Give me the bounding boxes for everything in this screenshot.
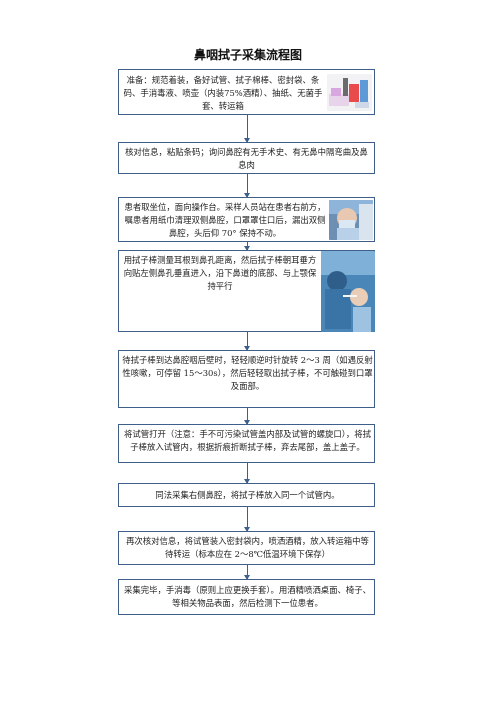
supplies-photo bbox=[327, 74, 372, 111]
step-box-9: 采集完毕，手消毒（原则上应更换手套）。用酒精喷洒桌面、椅子、等相关物品表面，然后… bbox=[118, 579, 375, 615]
step-text-7: 同法采集右侧鼻腔，将拭子棒放入同一个试管内。 bbox=[155, 490, 340, 500]
arrow-4 bbox=[244, 332, 250, 351]
arrow-1 bbox=[244, 115, 250, 143]
arrow-3 bbox=[244, 242, 250, 251]
step-text-3: 患者取坐位，面向操作台。采样人员站在患者右前方，嘱患者用纸巾清理双侧鼻腔，口罩罩… bbox=[124, 202, 326, 238]
step-text-2: 核对信息，粘贴条码；询问鼻腔有无手术史、有无鼻中隔弯曲及鼻息肉 bbox=[125, 147, 368, 170]
step-box-8: 再次核对信息，将试管装入密封袋内，喷洒酒精，放入转运箱中等待转运（标本应在 2～… bbox=[118, 531, 375, 565]
arrow-8 bbox=[244, 565, 250, 580]
step-text-8: 再次核对信息，将试管装入密封袋内，喷洒酒精，放入转运箱中等待转运（标本应在 2～… bbox=[126, 536, 369, 559]
step-box-4: 用拭子棒测量耳根到鼻孔距离，然后拭子棒朝耳垂方向贴左侧鼻孔垂直进入，沿下鼻道的底… bbox=[118, 250, 375, 332]
swab-insertion-photo bbox=[321, 251, 375, 332]
patient-seated-photo bbox=[329, 200, 373, 240]
step-text-4: 用拭子棒测量耳根到鼻孔距离，然后拭子棒朝耳垂方向贴左侧鼻孔垂直进入，沿下鼻道的底… bbox=[123, 255, 317, 291]
step-box-5: 待拭子棒到达鼻腔咽后壁时，轻轻顺逆时针旋转 2～3 周（如遇反射性咳嗽，可停留 … bbox=[118, 350, 375, 408]
step-box-3: 患者取坐位，面向操作台。采样人员站在患者右前方，嘱患者用纸巾清理双侧鼻腔，口罩罩… bbox=[118, 197, 375, 242]
arrow-2 bbox=[244, 174, 250, 198]
step-box-2: 核对信息，粘贴条码；询问鼻腔有无手术史、有无鼻中隔弯曲及鼻息肉 bbox=[118, 142, 375, 174]
arrow-6 bbox=[244, 463, 250, 484]
step-box-6: 将试管打开（注意：手不可污染试管盖内部及试管的螺旋口），将拭子棒放入试管内，根据… bbox=[118, 424, 375, 463]
page-title: 鼻咽拭子采集流程图 bbox=[193, 48, 302, 62]
step-text-5: 待拭子棒到达鼻腔咽后壁时，轻轻顺逆时针旋转 2～3 周（如遇反射性咳嗽，可停留 … bbox=[122, 355, 373, 391]
arrow-5 bbox=[244, 408, 250, 425]
step-box-1: 准备：规范着装，备好试管、拭子棉棒、密封袋、条码、手消毒液、喷壶（内装75%酒精… bbox=[118, 69, 375, 115]
arrow-7 bbox=[244, 507, 250, 532]
step-text-9: 采集完毕，手消毒（原则上应更换手套）。用酒精喷洒桌面、椅子、等相关物品表面，然后… bbox=[123, 585, 372, 608]
step-box-7: 同法采集右侧鼻腔，将拭子棒放入同一个试管内。 bbox=[118, 483, 375, 507]
step-text-1: 准备：规范着装，备好试管、拭子棉棒、密封袋、条码、手消毒液、喷壶（内装75%酒精… bbox=[123, 75, 323, 111]
step-text-6: 将试管打开（注意：手不可污染试管盖内部及试管的螺旋口），将拭子棒放入试管内，根据… bbox=[123, 429, 372, 452]
